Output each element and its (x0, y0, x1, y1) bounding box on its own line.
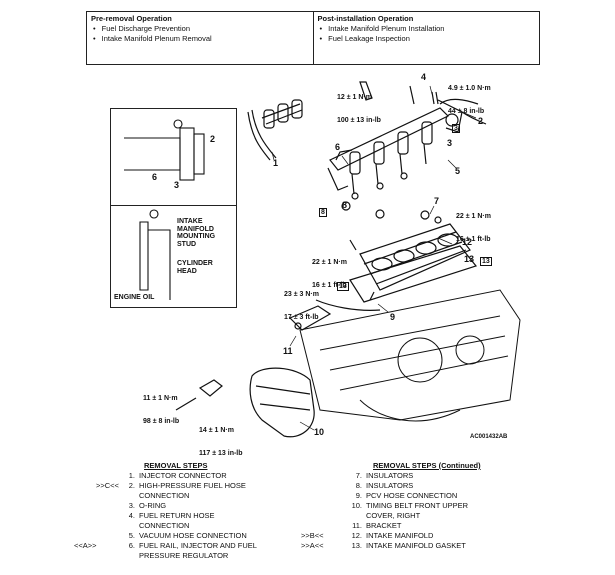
callout-11: 11 (283, 346, 293, 356)
callout-5: 5 (455, 166, 461, 176)
removal-step: CONNECTION (139, 521, 190, 530)
fuel-rail-drawing (327, 81, 463, 200)
post-installation-title: Post-installation Operation (317, 14, 414, 23)
callout-1: 1 (273, 158, 279, 168)
torque-value: 44 ± 8 in-lb (448, 107, 485, 115)
callout-6: 6 (335, 142, 341, 152)
torque-value: 11 ± 1 N·m (143, 395, 178, 402)
removal-step: COVER, RIGHT (366, 511, 421, 520)
torque-spec-bracket: 23 ± 3 N·m 17 ± 3 ft-lb (284, 276, 319, 329)
removal-step: 8.INSULATORS (355, 481, 414, 490)
cylinder-head-label: CYLINDER HEAD (177, 260, 213, 275)
callout-2: 2 (478, 116, 484, 126)
callout-8: 8 (342, 200, 348, 210)
pre-removal-item: Intake Manifold Plenum Removal (91, 34, 309, 44)
badge-13-right: 13 (480, 257, 492, 266)
removal-step: PRESSURE REGULATOR (139, 551, 229, 560)
callout-3: 3 (447, 138, 453, 148)
torque-value: 17 ± 3 ft-lb (284, 313, 319, 321)
post-installation-item: Fuel Leakage Inspection (318, 34, 536, 44)
pre-removal-column: Pre-removal Operation Fuel Discharge Pre… (87, 12, 313, 64)
removal-step: 4.FUEL RETURN HOSE (128, 511, 215, 520)
torque-value: 23 ± 3 N·m (284, 291, 319, 298)
removal-step: 11.BRACKET (352, 521, 402, 530)
callout-10: 10 (314, 427, 325, 437)
timing-belt-cover-drawing (175, 367, 315, 438)
removal-step: 10.TIMING BELT FRONT UPPER (351, 501, 469, 510)
torque-spec-regulator: 4.9 ± 1.0 N·m 44 ± 8 in-lb (448, 70, 491, 123)
torque-value: 14 ± 1 N·m (199, 427, 234, 434)
torque-value: 22 ± 1 N·m (312, 259, 347, 266)
badge-3: 3 (452, 124, 460, 133)
intake-manifold-gasket-drawing (349, 245, 478, 303)
post-installation-item: Intake Manifold Plenum Installation (318, 24, 536, 34)
callout-7: 7 (434, 196, 440, 206)
torque-value: 4.9 ± 1.0 N·m (448, 85, 491, 92)
torque-value: 16 ± 1 ft-lb (456, 235, 491, 243)
torque-value: 16 ± 1 ft-lb (312, 281, 347, 289)
removal-step: 7.INSULATORS (355, 471, 414, 480)
torque-value: 117 ± 13 in-lb (199, 449, 243, 457)
inset-drawing (124, 119, 205, 300)
removal-steps-continued-list: REMOVAL STEPS (Continued) 7.INSULATORS 8… (301, 461, 481, 551)
engine-oil-label: ENGINE OIL (114, 294, 155, 301)
inset-callout-6: 6 (152, 172, 158, 182)
removal-step: CONNECTION (139, 491, 190, 500)
insulators-drawing (341, 201, 442, 224)
badge-8: 8 (319, 208, 327, 217)
torque-spec-manifold: 22 ± 1 N·m 16 ± 1 ft-lb (312, 244, 347, 297)
torque-spec-upper-right: 22 ± 1 N·m 16 ± 1 ft-lb (456, 198, 491, 251)
pcv-hose-drawing (288, 299, 381, 331)
callout-4: 4 (421, 72, 427, 82)
removal-step: 3.O-RING (128, 501, 167, 510)
torque-value: 22 ± 1 N·m (456, 213, 491, 220)
pre-removal-item: Fuel Discharge Prevention (91, 24, 309, 34)
removal-step: >>A<<13.INTAKE MANIFOLD GASKET (301, 541, 466, 550)
removal-step: 5.VACUUM HOSE CONNECTION (128, 531, 247, 540)
torque-value: 98 ± 8 in-lb (143, 417, 180, 425)
torque-value: 12 ± 1 N·m (337, 94, 372, 101)
removal-steps-continued-title: REMOVAL STEPS (Continued) (373, 461, 481, 470)
removal-step: 1.INJECTOR CONNECTOR (128, 471, 227, 480)
removal-step: <<A>>6.FUEL RAIL, INJECTOR AND FUEL (74, 541, 257, 550)
removal-steps-title: REMOVAL STEPS (144, 461, 208, 470)
removal-steps-list: REMOVAL STEPS 1.INJECTOR CONNECTOR >>C<<… (74, 461, 257, 561)
figure-code: AC001432AB (470, 434, 508, 440)
operations-table: Pre-removal Operation Fuel Discharge Pre… (86, 11, 540, 65)
torque-spec-cover-lower: 14 ± 1 N·m 117 ± 13 in-lb (199, 412, 243, 465)
torque-value: 100 ± 13 in-lb (337, 116, 381, 124)
detail-inset (110, 108, 237, 308)
pre-removal-title: Pre-removal Operation (91, 14, 172, 23)
torque-spec-cover-bolt: 11 ± 1 N·m 98 ± 8 in-lb (143, 380, 179, 433)
inset-callout-3: 3 (174, 180, 180, 190)
post-installation-column: Post-installation Operation Intake Manif… (312, 12, 540, 64)
removal-step: >>C<<2.HIGH-PRESSURE FUEL HOSE (96, 481, 246, 490)
inset-divider (111, 205, 236, 206)
removal-step: >>B<<12.INTAKE MANIFOLD (301, 531, 434, 540)
callout-12: 12 (462, 237, 473, 247)
injector-connector-drawing (247, 99, 303, 161)
callout-9: 9 (390, 312, 396, 322)
inset-callout-2: 2 (210, 134, 216, 144)
callout-13: 13 (464, 254, 475, 264)
badge-13-left: 13 (337, 282, 349, 291)
intake-manifold-stud-label: INTAKE MANIFOLD MOUNTING STUD (177, 218, 216, 248)
removal-step: 9.PCV HOSE CONNECTION (355, 491, 458, 500)
torque-spec-rail-bolt: 12 ± 1 N·m 100 ± 13 in-lb (337, 79, 381, 132)
engine-block-drawing (299, 289, 521, 422)
